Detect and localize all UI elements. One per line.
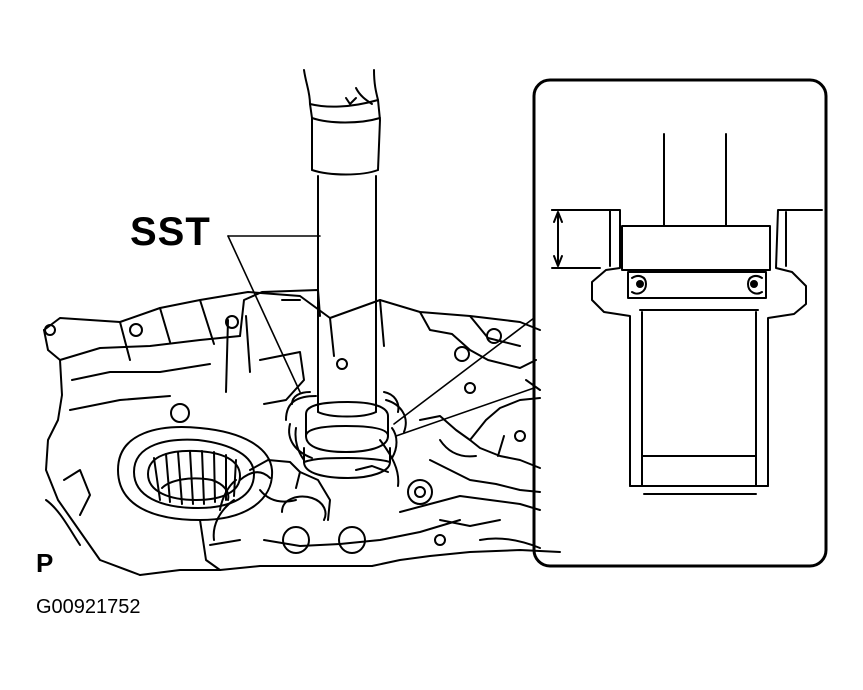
sst-tool [291, 69, 400, 479]
corner-marker: P [36, 548, 54, 578]
inset-detail-view [532, 78, 828, 568]
case-ribs [139, 289, 561, 576]
sst-leader-lines [227, 235, 321, 393]
sst-callout-label: SST [130, 210, 211, 254]
figure-id: G00921752 [36, 596, 141, 618]
bearing-housing [117, 426, 274, 521]
transaxle-case [43, 291, 541, 576]
detail-callout-lines [393, 317, 535, 437]
